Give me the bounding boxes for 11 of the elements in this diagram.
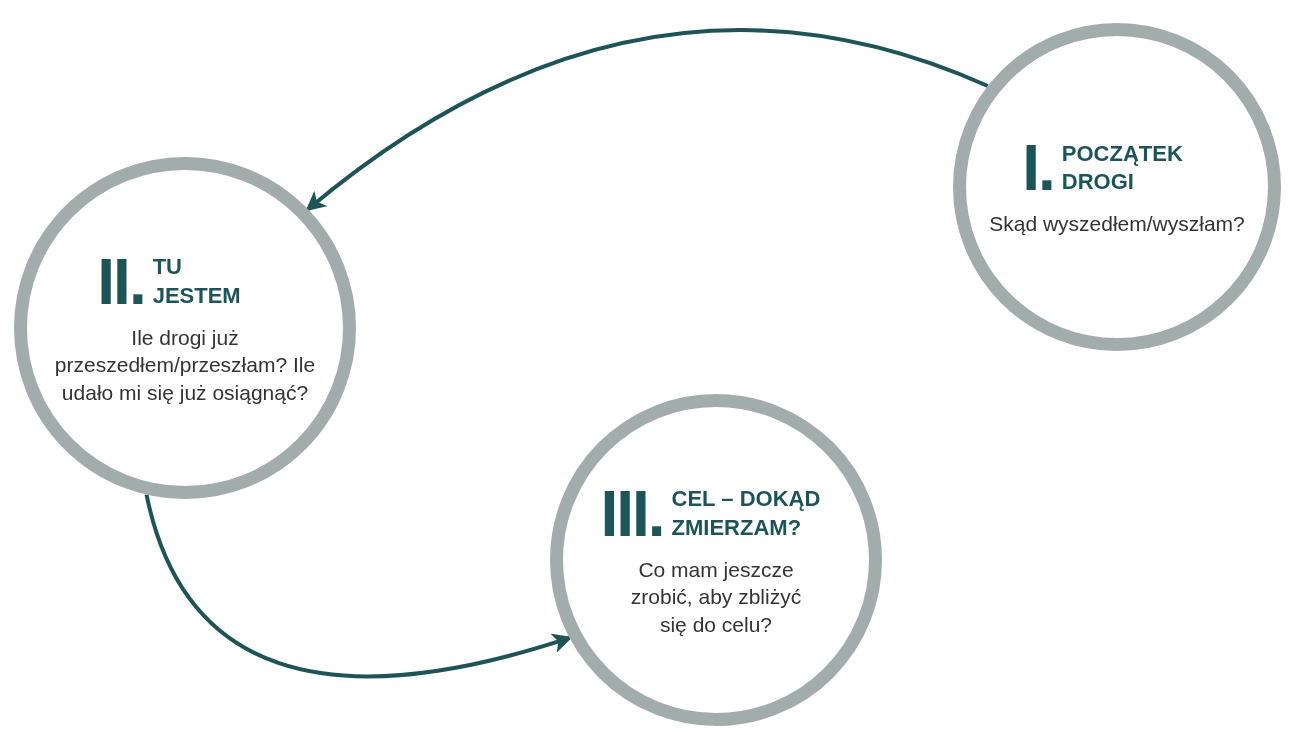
roman-numeral: II. — [97, 250, 145, 315]
stage-question: Skąd wyszedłem/wyszłam? — [989, 211, 1245, 238]
roman-numeral: III. — [600, 482, 664, 547]
stage-heading: POCZĄTEK DROGI — [1061, 139, 1184, 197]
curved-arrow — [305, 28, 989, 212]
stage-heading: CEL – DOKĄD ZMIERZAM? — [671, 485, 822, 543]
curved-arrow — [144, 494, 573, 679]
roman-numeral: I. — [1022, 136, 1054, 201]
stage-heading: TU JESTEM — [152, 253, 242, 311]
stage-question: Co mam jeszcze zrobić, aby zbliżyć się do celu? — [629, 557, 803, 638]
stage-question: Ile drogi już przeszedłem/przeszłam? Ile udało mi się już osiągnąć? — [53, 325, 317, 406]
